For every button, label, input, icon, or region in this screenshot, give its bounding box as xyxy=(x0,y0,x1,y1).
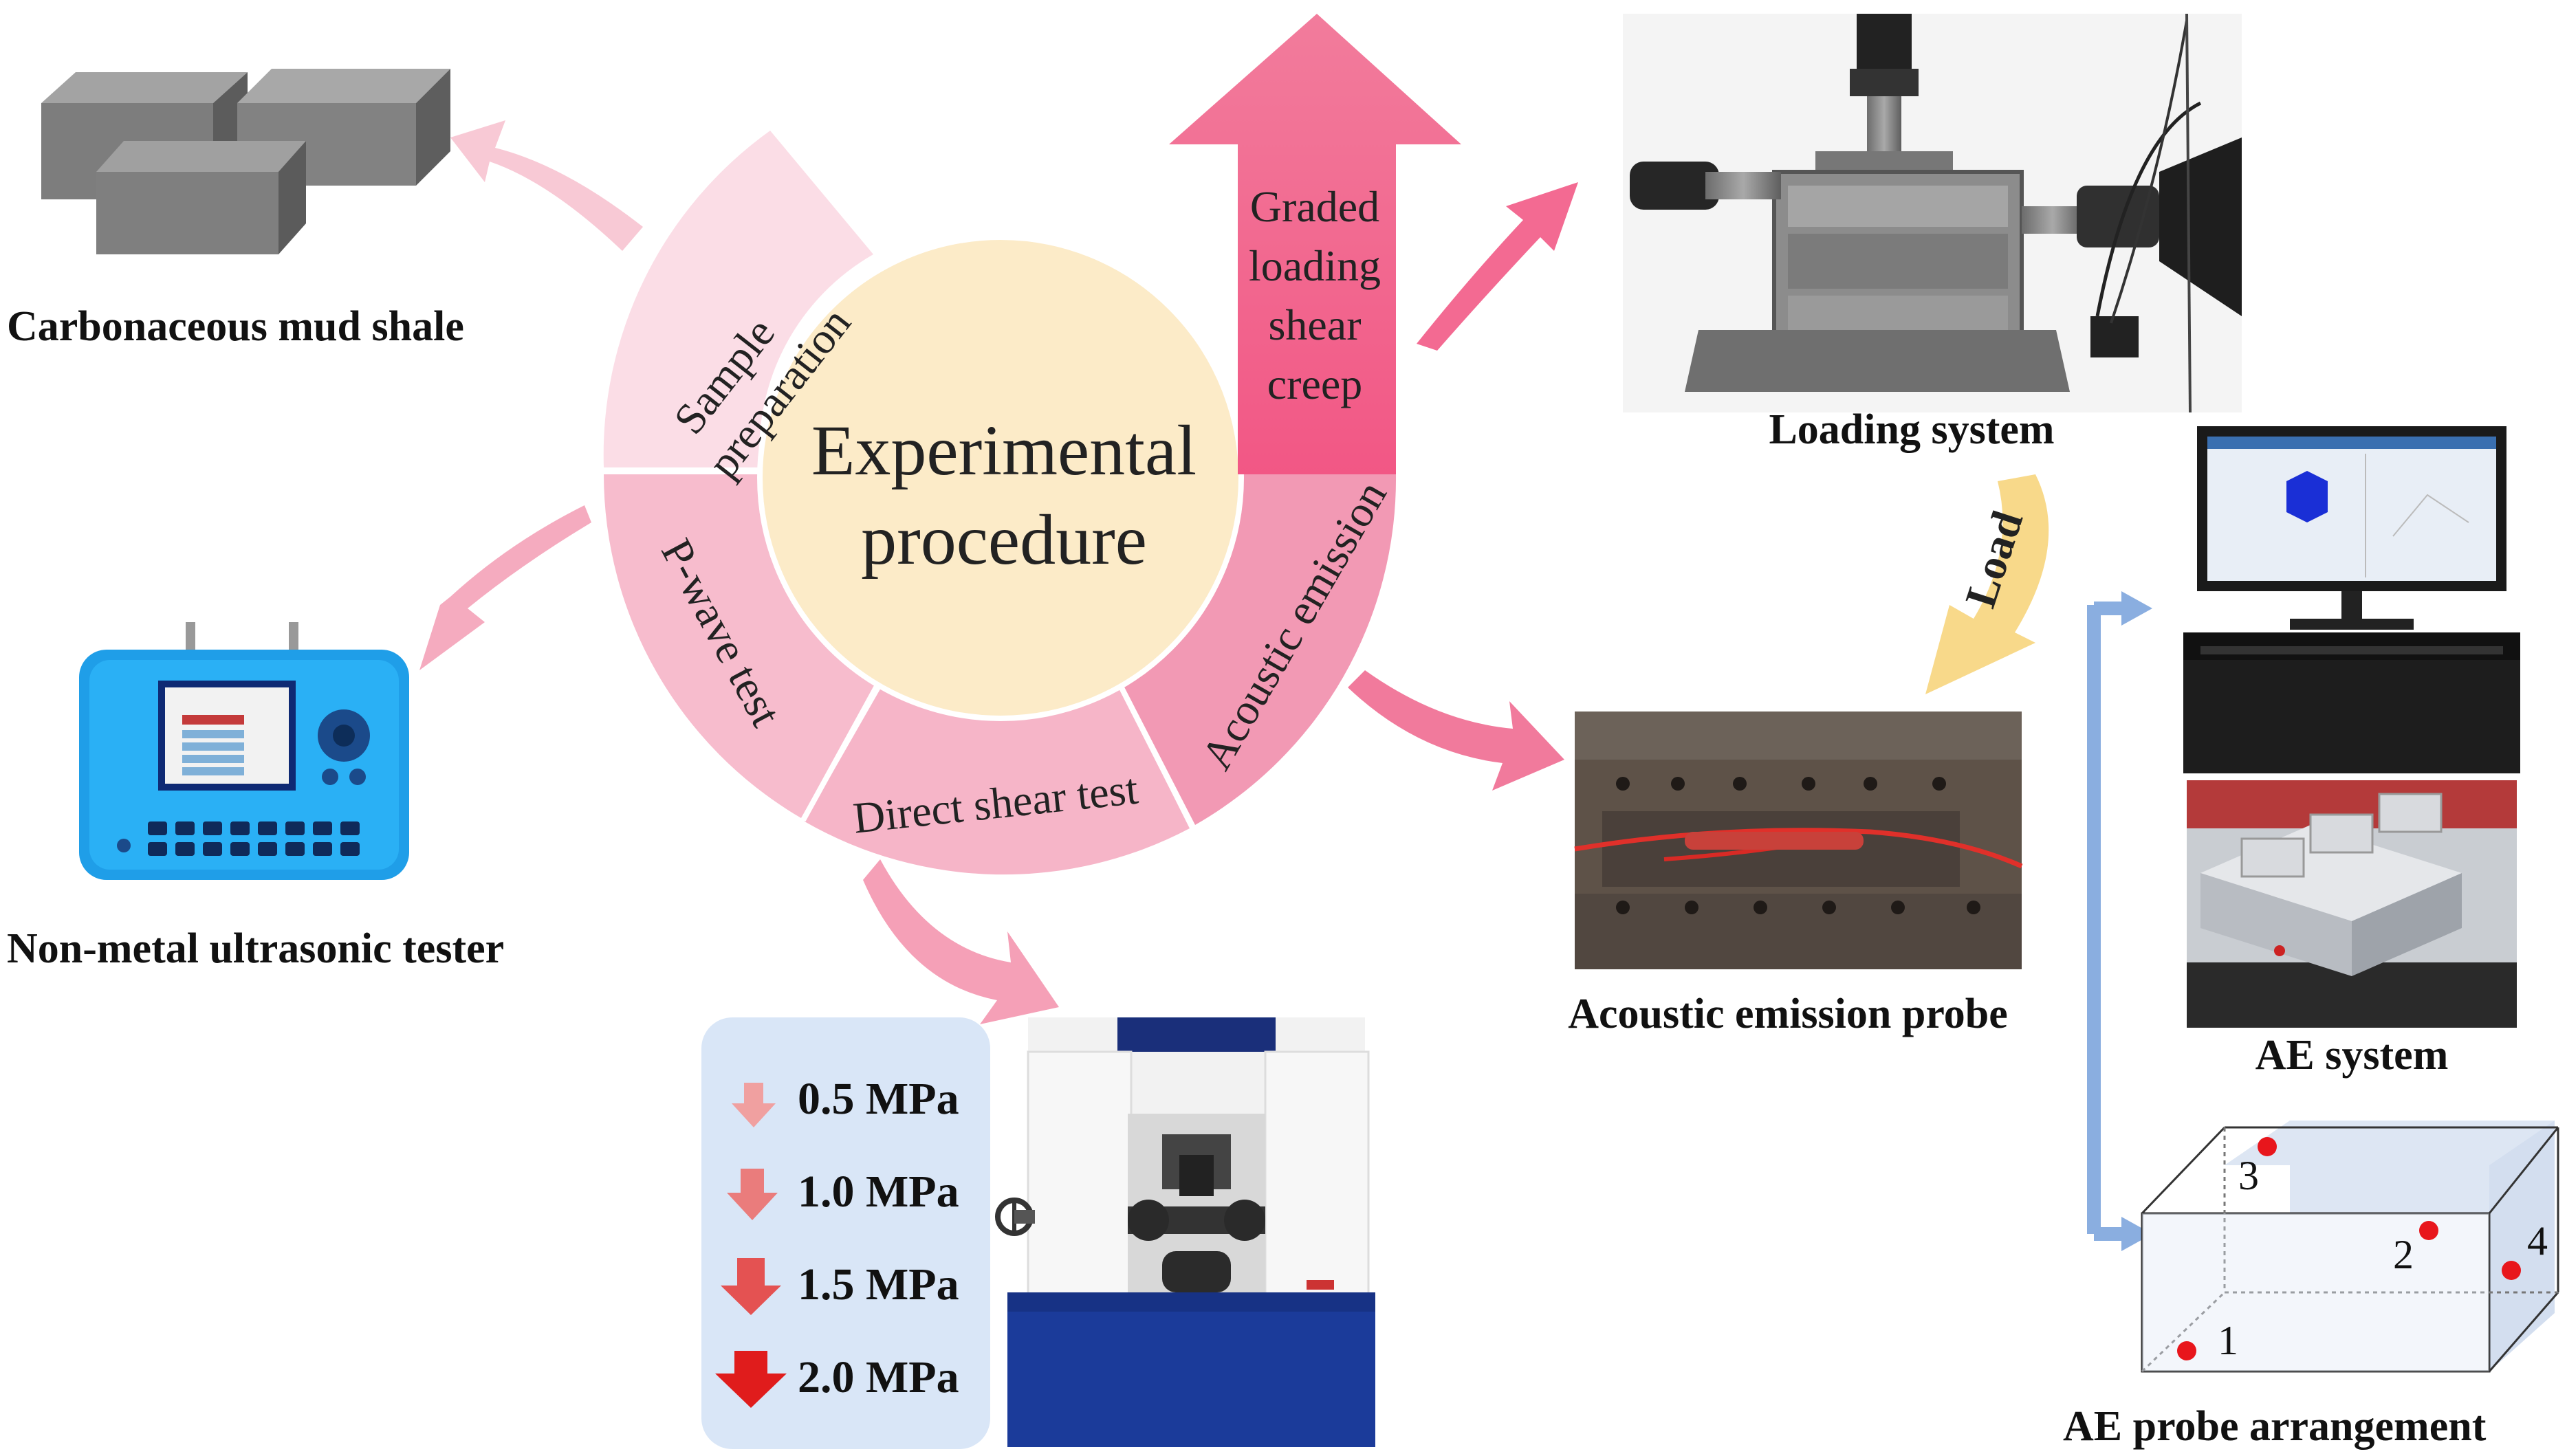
ae-system-caption: AE system xyxy=(2255,1032,2449,1079)
ring-segment-acoustic-emission xyxy=(1117,474,1397,825)
keypad-key xyxy=(340,842,360,856)
arrow-to-loading-system xyxy=(1417,182,1578,351)
arrow-to-shear-machine xyxy=(863,859,1059,1024)
ring-segment-direct-shear xyxy=(805,677,1190,875)
bolt-hole xyxy=(1822,901,1836,914)
keypad-key xyxy=(175,842,195,856)
probe-dot-4 xyxy=(2502,1261,2521,1280)
stress-arrow-2 xyxy=(727,1169,778,1220)
ae-probe-holes xyxy=(1616,777,1980,914)
probe-number-2: 2 xyxy=(2393,1232,2414,1277)
center-title-line2: procedure xyxy=(861,500,1147,580)
stress-label-4: 2.0 MPa xyxy=(798,1352,959,1402)
bolt-hole xyxy=(1864,777,1877,791)
stress-arrow-1 xyxy=(732,1083,776,1127)
bolt-hole xyxy=(1802,777,1815,791)
stress-label-1: 0.5 MPa xyxy=(798,1074,959,1124)
graded-line-4: creep xyxy=(1267,360,1363,408)
center-circle xyxy=(757,234,1244,721)
keypad-key xyxy=(148,821,167,835)
probe-dot-1 xyxy=(2177,1341,2196,1360)
keypad-key xyxy=(230,821,250,835)
ae-probe-caption: Acoustic emission probe xyxy=(1568,991,2008,1037)
bolt-hole xyxy=(1616,901,1630,914)
bolt-hole xyxy=(1616,777,1630,791)
probe-number-1: 1 xyxy=(2218,1318,2238,1363)
bolt-hole xyxy=(1671,777,1685,791)
probe-number-3: 3 xyxy=(2238,1153,2259,1198)
arrow-to-ae-probe xyxy=(1348,670,1564,791)
bolt-hole xyxy=(1967,901,1980,914)
keypad-key xyxy=(258,821,277,835)
stress-label-3: 1.5 MPa xyxy=(798,1259,959,1310)
keypad-key xyxy=(203,821,222,835)
keypad-key xyxy=(313,842,332,856)
blue-double-arrow xyxy=(2087,591,2152,1251)
keypad-key xyxy=(313,821,332,835)
load-arrow xyxy=(1925,474,2049,694)
ultrasonic-keypad xyxy=(148,821,360,856)
stress-arrow-4 xyxy=(715,1351,787,1408)
shear-machine-image xyxy=(995,1017,1375,1447)
stress-label-2: 1.0 MPa xyxy=(798,1167,959,1217)
ultrasonic-caption: Non-metal ultrasonic tester xyxy=(7,925,504,972)
procedure-ring xyxy=(603,131,1397,875)
ring-segment-p-wave xyxy=(604,474,884,818)
arrow-to-shale xyxy=(450,120,643,251)
graded-loading-arrow xyxy=(1169,14,1461,474)
normal-stress-panel xyxy=(701,1017,990,1449)
shale-caption: Carbonaceous mud shale xyxy=(7,303,464,350)
center-title-line1: Experimental xyxy=(811,411,1197,490)
bolt-hole xyxy=(1891,901,1905,914)
keypad-key xyxy=(230,842,250,856)
keypad-key xyxy=(148,842,167,856)
arrow-to-ultrasonic xyxy=(419,505,591,670)
keypad-key xyxy=(258,842,277,856)
graded-line-3: shear xyxy=(1268,300,1361,349)
bolt-hole xyxy=(1932,777,1946,791)
probe-dot-3 xyxy=(2258,1137,2277,1156)
keypad-key xyxy=(285,842,305,856)
ae-system-image xyxy=(2187,780,2517,1028)
probe-number-4: 4 xyxy=(2527,1218,2548,1264)
loading-system-image xyxy=(1623,13,2242,413)
ae-probe-image xyxy=(1574,712,2023,969)
graded-line-1: Graded xyxy=(1250,182,1379,231)
bolt-hole xyxy=(1754,901,1767,914)
bolt-hole xyxy=(1733,777,1747,791)
loading-system-caption: Loading system xyxy=(1769,406,2054,453)
probe-dot-2 xyxy=(2419,1221,2438,1240)
ring-segment-sample-preparation xyxy=(603,131,873,467)
stress-arrow-3 xyxy=(721,1258,781,1315)
ae-arrangement-box xyxy=(2141,1121,2559,1373)
bolt-hole xyxy=(1685,901,1698,914)
keypad-key xyxy=(285,821,305,835)
keypad-key xyxy=(175,821,195,835)
ae-arrangement-caption: AE probe arrangement xyxy=(2063,1403,2487,1450)
ae-computer-image xyxy=(2183,426,2520,773)
ultrasonic-tester-image xyxy=(79,622,409,880)
keypad-key xyxy=(203,842,222,856)
keypad-key xyxy=(340,821,360,835)
shale-blocks-image xyxy=(41,69,450,254)
graded-line-2: loading xyxy=(1249,241,1381,290)
